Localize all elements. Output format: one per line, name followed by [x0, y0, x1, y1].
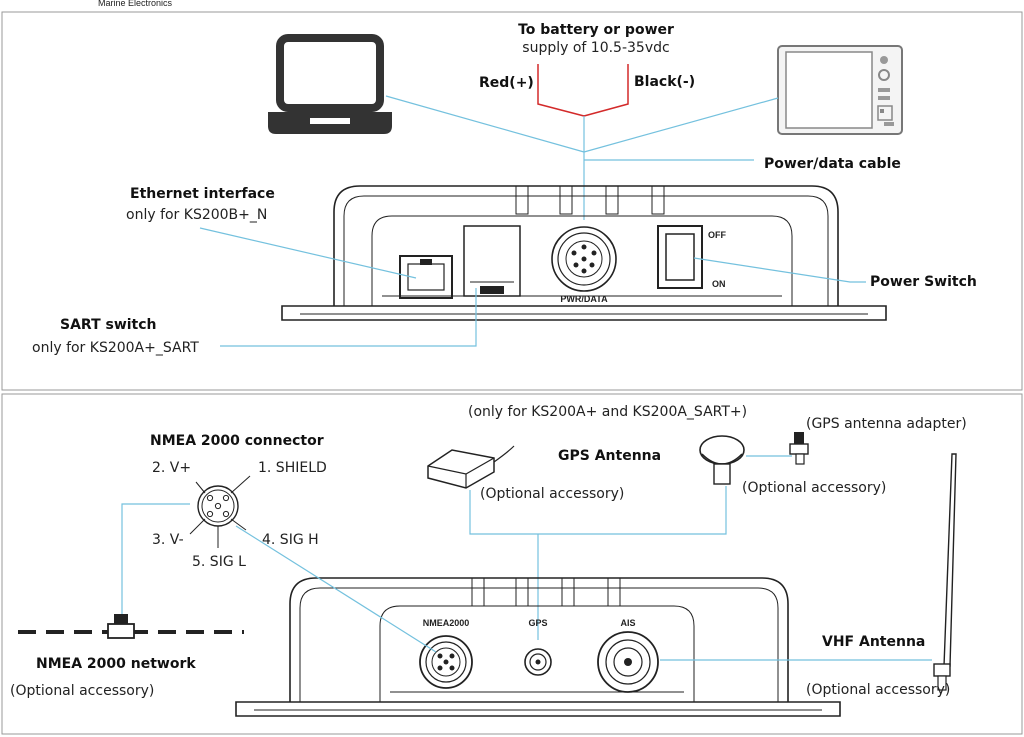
power-heading: To battery or power	[518, 22, 674, 38]
vhf-antenna-icon	[933, 453, 957, 691]
nmea-port-leader	[235, 525, 437, 653]
sart-title: SART switch	[60, 317, 157, 333]
vhf-antenna-label: VHF Antenna	[822, 634, 925, 650]
gps-availability-note: (only for KS200A+ and KS200A_SART+)	[468, 404, 747, 420]
top-panel-frame	[1, 11, 1023, 391]
vhf-optional-label: (Optional accessory)	[806, 682, 950, 698]
power-switch-leader	[693, 257, 866, 283]
gps-puck-antenna-icon	[427, 445, 515, 489]
pwr-data-port-label: PWR/DATA	[560, 294, 608, 304]
laptop-icon	[268, 34, 392, 134]
sart-switch-icon	[463, 225, 521, 297]
power-switch-icon	[657, 225, 703, 289]
ethernet-note: only for KS200B+_N	[126, 207, 267, 223]
nmea-connector-title: NMEA 2000 connector	[150, 433, 324, 449]
pin-4-label: 4. SIG H	[262, 532, 319, 548]
nmea-network-backbone	[18, 503, 244, 639]
gps-antenna-label: GPS Antenna	[558, 448, 661, 464]
brand-tagline: Marine Electronics	[98, 0, 173, 8]
bottom-panel-frame	[1, 393, 1023, 735]
switch-on-label: ON	[712, 279, 726, 289]
power-wires	[385, 64, 779, 220]
sart-leader	[220, 288, 477, 347]
nmea-network-label: NMEA 2000 network	[36, 656, 196, 672]
sart-note: only for KS200A+_SART	[32, 340, 199, 356]
nmea2000-port-label: NMEA2000	[423, 618, 470, 628]
power-supply-range: supply of 10.5-35vdc	[522, 40, 669, 56]
nmea-pinout-icon	[189, 475, 251, 548]
display-unit-icon	[777, 45, 903, 135]
power-data-cable-label: Power/data cable	[764, 156, 901, 172]
nmea-network-optional-label: (Optional accessory)	[10, 683, 154, 699]
pin-5-label: 5. SIG L	[192, 554, 246, 570]
gps-port-label: GPS	[528, 618, 547, 628]
gps-adapter-icon	[789, 432, 809, 465]
gps-adapter-label: (GPS antenna adapter)	[806, 416, 967, 432]
nmea2000-port-icon	[419, 635, 473, 689]
ais-port-label: AIS	[620, 618, 635, 628]
gps-flat-optional-label: (Optional accessory)	[480, 486, 624, 502]
pin-2-label: 2. V+	[152, 460, 191, 476]
red-wire-label: Red(+)	[479, 75, 534, 91]
gps-port-icon	[524, 648, 552, 676]
gps-leaders	[469, 486, 727, 640]
ethernet-title: Ethernet interface	[130, 186, 275, 202]
gps-mushroom-antenna-icon	[699, 435, 792, 485]
power-switch-label: Power Switch	[870, 274, 977, 290]
ethernet-port-icon	[399, 255, 453, 299]
switch-off-label: OFF	[708, 230, 726, 240]
black-wire-label: Black(-)	[634, 74, 695, 90]
pwr-data-connector-icon	[551, 226, 617, 292]
top-device-body	[281, 185, 887, 321]
ais-port-icon	[597, 631, 659, 693]
pin-1-label: 1. SHIELD	[258, 460, 327, 476]
pin-3-label: 3. V-	[152, 532, 184, 548]
ethernet-leader	[199, 227, 417, 279]
gps-mushroom-optional-label: (Optional accessory)	[742, 480, 886, 496]
